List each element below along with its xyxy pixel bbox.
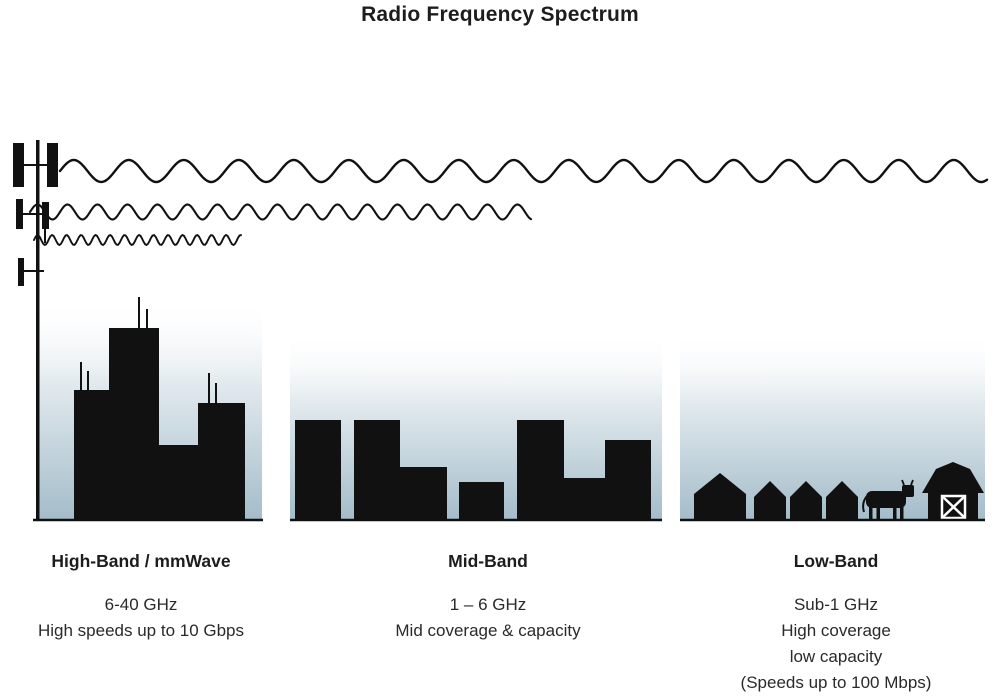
band-description: High coverage [781, 621, 891, 640]
skyscraper [159, 445, 199, 520]
band-frequency: Sub-1 GHz [793, 595, 879, 614]
skyscraper [74, 390, 111, 520]
band-name: High-Band / mmWave [51, 551, 231, 571]
building [459, 482, 504, 520]
high-band-label-block: High-Band / mmWave 6-40 GHz High speeds … [15, 548, 267, 644]
building [605, 440, 651, 520]
cow-icon [862, 479, 914, 520]
low-band-label-block: Low-Band Sub-1 GHz High coverage low cap… [706, 548, 966, 696]
house [754, 481, 786, 520]
band-name: Mid-Band [448, 551, 528, 571]
house [826, 481, 858, 520]
barn-icon [922, 462, 984, 520]
building [517, 420, 564, 520]
band-description: (Speeds up to 100 Mbps) [740, 673, 932, 692]
low-band-wave [58, 158, 989, 184]
high-band-wave [33, 233, 242, 247]
band-description: High speeds up to 10 Gbps [37, 621, 245, 640]
mid-band-skyline [290, 420, 662, 522]
building [400, 467, 447, 520]
house [790, 481, 822, 520]
mid-band-label-block: Mid-Band 1 – 6 GHz Mid coverage & capaci… [362, 548, 614, 644]
building [295, 420, 341, 520]
cell-tower-icon [13, 140, 58, 520]
band-description: low capacity [789, 647, 883, 666]
band-description: Mid coverage & capacity [395, 621, 581, 640]
high-band-skyline [33, 297, 263, 522]
low-band-scene [680, 462, 985, 522]
mid-band-wave [28, 203, 533, 221]
building [564, 478, 605, 520]
skyscraper [109, 328, 159, 520]
skyscraper [198, 403, 245, 520]
band-frequency: 1 – 6 GHz [449, 595, 527, 614]
band-frequency: 6-40 GHz [104, 595, 178, 614]
band-name: Low-Band [793, 551, 879, 571]
building [354, 420, 400, 520]
house [694, 473, 746, 520]
diagram-title: Radio Frequency Spectrum [361, 3, 639, 26]
